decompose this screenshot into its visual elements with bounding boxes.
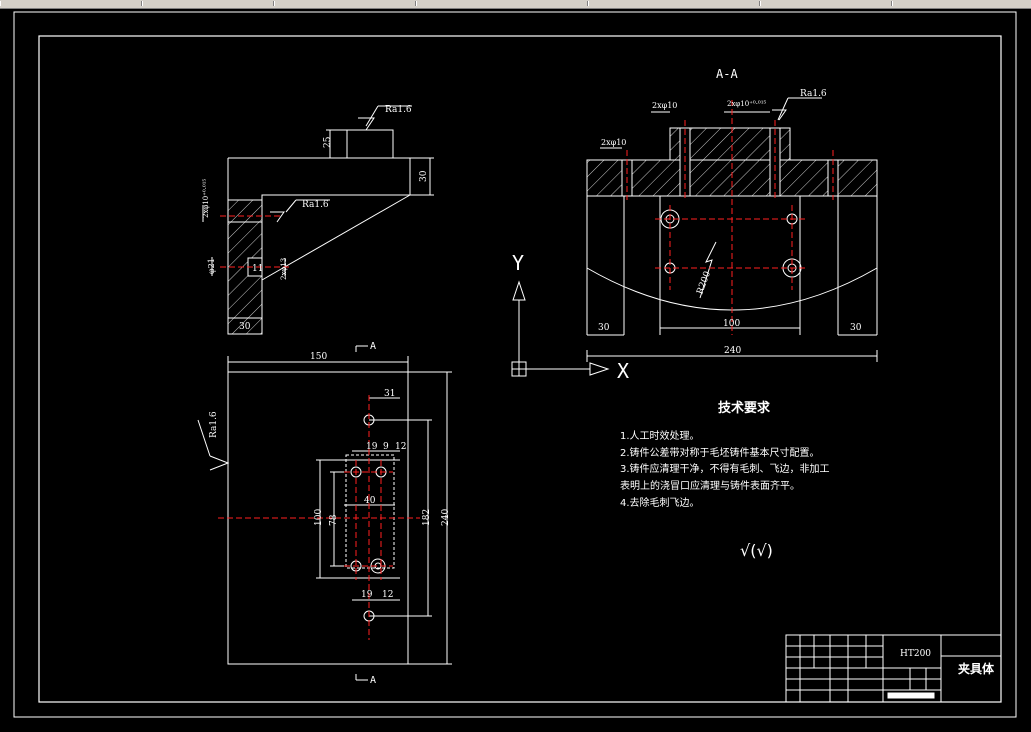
section-marker-top: A bbox=[370, 341, 376, 352]
section-hole-right-label: 2xφ10⁺⁰·⁰¹⁵ bbox=[727, 100, 767, 108]
dim-section-mid: 100 bbox=[723, 319, 740, 329]
roughness-plan-left: Ra1.6 bbox=[209, 411, 219, 438]
outer-frame bbox=[13, 11, 1017, 718]
tech-req-item-4: 4.去除毛刺飞边。 bbox=[620, 496, 700, 509]
toolbar-strip[interactable] bbox=[0, 0, 1031, 9]
axis-y-label: Y bbox=[512, 251, 524, 275]
section-title: A-A bbox=[716, 67, 738, 81]
dim-plan-12-bottom: 12 bbox=[382, 590, 393, 600]
axis-x-label: X bbox=[617, 359, 629, 383]
dim-plan-78: 78 bbox=[329, 514, 339, 526]
dim-side-top-height: 25 bbox=[323, 136, 333, 148]
dim-side-right-height: 30 bbox=[419, 170, 429, 182]
dim-plan-240: 240 bbox=[441, 509, 451, 526]
dim-plan-182: 182 bbox=[422, 509, 432, 526]
side-view bbox=[202, 105, 434, 335]
dim-section-total: 240 bbox=[724, 346, 741, 356]
ucs-icon bbox=[511, 280, 610, 377]
dim-plan-9: 9 bbox=[383, 442, 389, 452]
tech-req-item-3-cont: 表明上的浇冒口应清理与铸件表面齐平。 bbox=[620, 479, 800, 492]
roughness-mid-left: Ra1.6 bbox=[302, 200, 329, 210]
roughness-general-note: √(√) bbox=[740, 541, 773, 560]
plan-view bbox=[197, 345, 452, 681]
title-block-material: HT200 bbox=[900, 649, 931, 659]
section-hole-side-label: 2xφ10 bbox=[601, 138, 626, 147]
dim-plan-31: 31 bbox=[384, 389, 395, 399]
tech-req-item-1: 1.人工时效处理。 bbox=[620, 429, 700, 442]
section-radius-label: R200 bbox=[695, 270, 713, 296]
tech-req-title: 技术要求 bbox=[718, 400, 771, 416]
dim-plan-width: 150 bbox=[310, 352, 327, 362]
dim-side-bore: 2xφ13 bbox=[280, 258, 288, 280]
dim-plan-19-top: 19 bbox=[366, 442, 378, 452]
dim-plan-40: 40 bbox=[364, 496, 376, 506]
dim-plan-19-bottom: 19 bbox=[361, 590, 373, 600]
dim-side-hole-small: 11 bbox=[252, 264, 263, 274]
dim-side-bottom-width: 30 bbox=[239, 322, 251, 332]
dim-side-phi: φ21 bbox=[207, 258, 216, 274]
title-block bbox=[785, 634, 1002, 703]
dim-side-hole-tol: 2xφ10⁺⁰·⁰¹⁵ bbox=[202, 178, 210, 218]
tech-req-item-3: 3.铸件应清理干净，不得有毛刺、飞边，非加工 bbox=[620, 462, 830, 475]
roughness-top-left: Ra1.6 bbox=[385, 105, 412, 115]
dim-plan-100: 100 bbox=[314, 509, 324, 526]
section-hole-left-label: 2xφ10 bbox=[652, 101, 677, 110]
plan-centerlines bbox=[218, 395, 420, 640]
section-marker-bottom: A bbox=[370, 675, 376, 686]
section-centerlines bbox=[626, 100, 834, 335]
title-block-part-name: 夹具体 bbox=[958, 661, 995, 676]
dim-section-right: 30 bbox=[850, 323, 862, 333]
side-view-centerlines bbox=[220, 215, 292, 268]
inner-frame bbox=[38, 35, 1002, 703]
dim-plan-12-top: 12 bbox=[395, 442, 406, 452]
tech-req-item-2: 2.铸件公差带对称于毛坯铸件基本尺寸配置。 bbox=[620, 446, 820, 459]
dim-section-left: 30 bbox=[598, 323, 610, 333]
roughness-section-right: Ra1.6 bbox=[800, 89, 827, 99]
